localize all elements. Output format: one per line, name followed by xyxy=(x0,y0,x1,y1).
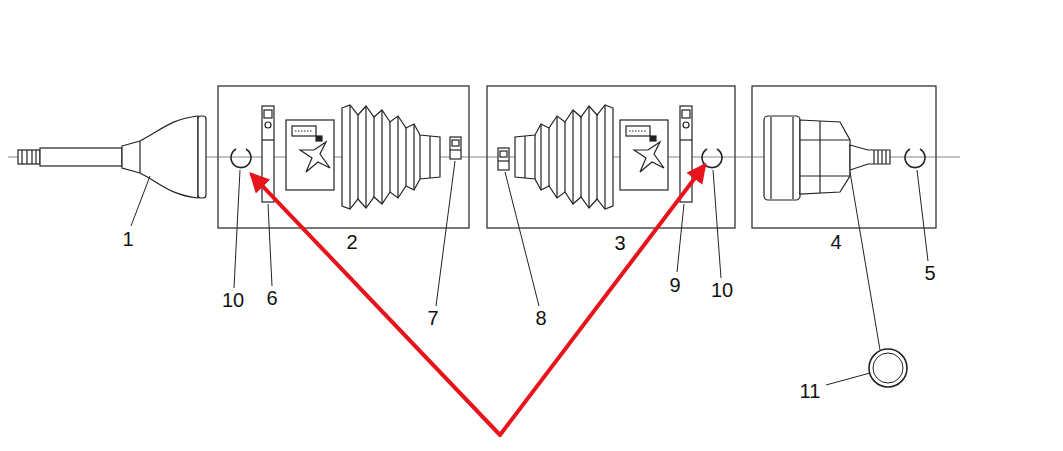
callout-number: 8 xyxy=(533,307,548,329)
callout-number: 4 xyxy=(828,231,843,253)
grease-packet xyxy=(286,120,334,190)
callout-number: 10 xyxy=(709,279,735,301)
outer-joint xyxy=(18,116,206,198)
circlip xyxy=(231,149,251,168)
callout-number: 9 xyxy=(667,274,682,296)
leader-lines xyxy=(131,161,928,385)
circlip xyxy=(905,149,925,168)
small-clamp xyxy=(450,137,461,159)
callout-number: 5 xyxy=(922,262,937,284)
o-ring xyxy=(869,349,907,387)
callout-number: 1 xyxy=(120,228,135,250)
inner-joint xyxy=(764,116,890,200)
o-ring-inner xyxy=(873,353,903,383)
boot xyxy=(342,105,440,209)
callout-number: 6 xyxy=(264,287,279,309)
callout-number: 2 xyxy=(344,231,359,253)
small-clamp xyxy=(498,148,509,170)
callout-number: 10 xyxy=(220,289,246,311)
pointer-arrows xyxy=(252,166,704,435)
callout-number: 7 xyxy=(425,307,440,329)
callout-number: 3 xyxy=(612,232,627,254)
boot xyxy=(515,105,613,209)
grease-packet xyxy=(620,120,668,190)
callout-number: 11 xyxy=(798,380,823,402)
